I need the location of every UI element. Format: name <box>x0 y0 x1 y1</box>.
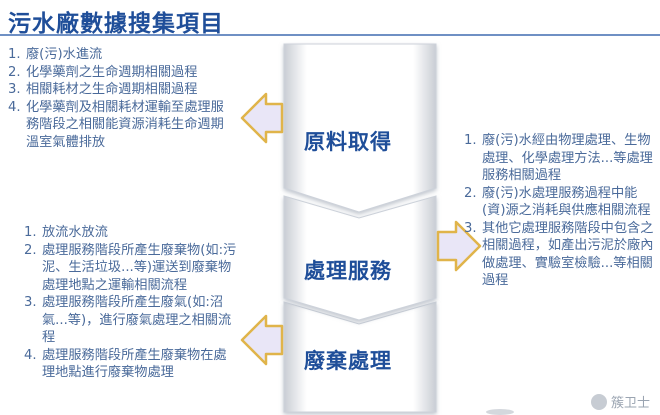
list-item: 4.處理服務階段所產生廢棄物在處理地點進行廢棄物處理 <box>24 347 227 381</box>
stage-label-raw-materials: 原料取得 <box>304 130 392 154</box>
stage-chevron-3 <box>283 301 437 413</box>
list-item: 2.化學藥劑之生命週期相關過程 <box>8 64 198 80</box>
list-item: 4.化學藥劑及相關耗材運輸至處理服務階段之相關能資源消耗生命週期溫室氣體排放 <box>8 99 224 150</box>
arrow-right-middle-icon <box>436 220 482 272</box>
watermark-logo-icon <box>590 393 607 410</box>
list-item: 3.其他它處理服務階段中包含之相關過程，如產出污泥於廠內做處理、實驗室檢驗...… <box>464 220 654 289</box>
list-item: 2.處理服務階段所產生廢棄物(如:污泥、生活垃圾...等)運送到廢棄物處理地點之… <box>24 242 237 293</box>
stage-label-disposal: 廢棄處理 <box>304 349 392 373</box>
list-item: 1.廢(污)水進流 <box>8 47 103 62</box>
list-item: 2.廢(污)水處理服務過程中能(資)源之消耗與供應相關流程 <box>464 185 651 219</box>
page-title: 污水廠數據搜集項目 <box>8 11 224 37</box>
list-item: 1.放流水放流 <box>24 225 108 240</box>
watermark: 簇卫士 <box>590 392 650 411</box>
list-item: 3.相關耗材之生命週期相關過程 <box>8 82 198 97</box>
list-item: 3.處理服務階段所產生廢氣(如:沼氣...等)，進行廢氣處理之相關流程 <box>24 295 232 345</box>
stage-chevron-1 <box>283 43 437 213</box>
arrow-left-top-icon <box>240 92 284 144</box>
title-underline <box>0 34 660 36</box>
stage-label-treatment: 處理服務 <box>304 259 392 283</box>
disposal-list: 1.放流水放流 2.處理服務階段所產生廢棄物(如:污泥、生活垃圾...等)運送到… <box>24 224 238 382</box>
list-item: 1.廢(污)水經由物理處理、生物處理、化學處理方法...等處理服務相關過程 <box>464 133 653 183</box>
treatment-list: 1.廢(污)水經由物理處理、生物處理、化學處理方法...等處理服務相關過程 2.… <box>464 132 656 290</box>
raw-materials-list: 1.廢(污)水進流 2.化學藥劑之生命週期相關過程 3.相關耗材之生命週期相關過… <box>8 46 236 151</box>
arrow-left-bottom-icon <box>240 314 284 366</box>
stage-chevron-2 <box>283 195 437 321</box>
